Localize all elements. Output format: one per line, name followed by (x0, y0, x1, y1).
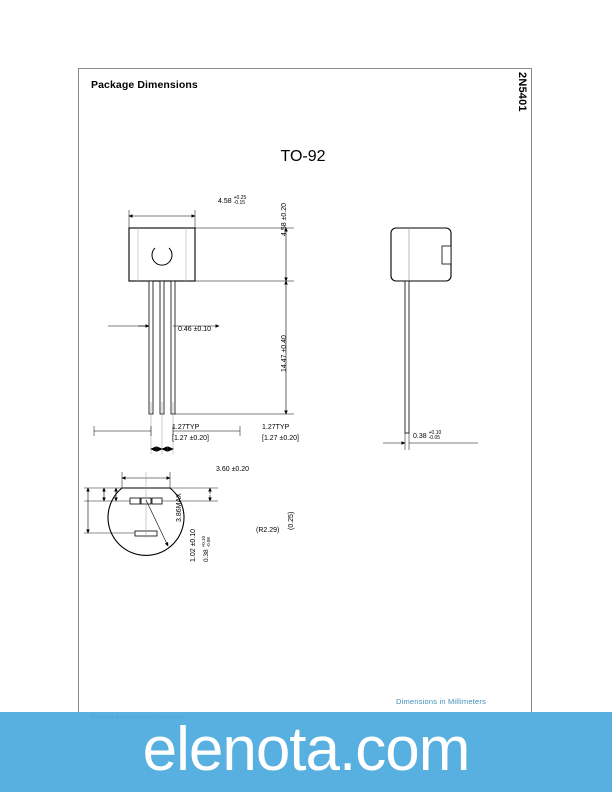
bottom-pad-dimension: 0.38 +0.10 -0.08 (201, 536, 211, 562)
bottom-flat-width-dimension: 3.60 ±0.20 (216, 466, 250, 473)
front-lead-width-dimension: 0.46 ±0.10 (178, 326, 212, 333)
bottom-banner (0, 712, 612, 792)
bottom-view-group (84, 472, 218, 556)
page-frame: Package Dimensions (78, 68, 532, 717)
package-title-text: TO-92 (280, 148, 326, 165)
package-drawing (78, 68, 532, 717)
bottom-pad-value: 0.38 (203, 549, 211, 562)
bottom-lead-thickness-ref: (0.25) (288, 511, 295, 530)
bottom-overall-depth-dimension: 3.86MAX (176, 493, 183, 522)
corner-radius-label: (R2.29) (256, 527, 280, 534)
front-width-tol-plus: +0.25 (233, 195, 247, 201)
side-thickness-tol-plus: +0.10 (428, 430, 442, 436)
side-thickness-dimension: 0.38 +0.10 -0.05 (413, 431, 441, 441)
package-title: TO-92 (0, 148, 612, 166)
side-thickness-tol-minus: -0.05 (428, 435, 441, 441)
front-width-value: 4.58 (218, 197, 232, 205)
pitch-right-tolerance: [1.27 ±0.20] (262, 435, 299, 442)
footer-text: Fairchild Semiconductor Corporation (92, 715, 185, 721)
front-width-tol-minus: -0.15 (233, 200, 246, 206)
bottom-lead-seat-dimension: 1.02 ±0.10 (190, 528, 197, 562)
pitch-left-tolerance: [1.27 ±0.20] (172, 435, 209, 442)
side-thickness-value: 0.38 (413, 432, 427, 440)
front-body-height-dimension: 4.58 ±0.20 (281, 202, 288, 236)
bottom-pad-tol-minus: -0.08 (205, 537, 211, 548)
pitch-right-typ: 1.27TYP (262, 424, 290, 431)
side-view-group (383, 227, 478, 450)
section-title: Package Dimensions (91, 79, 198, 91)
dimension-units-note: Dimensions in Millimeters (396, 697, 487, 706)
front-width-dimension: 4.58 +0.25 -0.15 (218, 196, 246, 206)
pitch-left-typ: 1.27TYP (172, 424, 200, 431)
front-lead-length-dimension: 14.47 ±0.40 (281, 335, 288, 372)
watermark: elenota.com (142, 715, 471, 784)
front-view-group (93, 210, 294, 454)
